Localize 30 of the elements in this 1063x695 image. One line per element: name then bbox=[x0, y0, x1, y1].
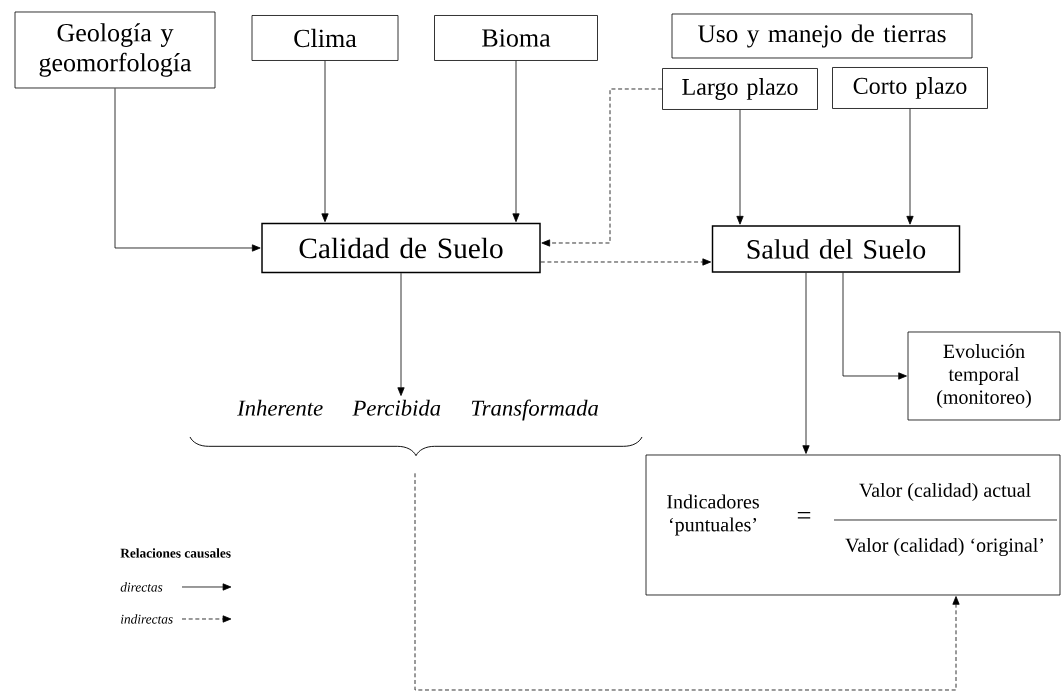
quality-type-label: Transformada bbox=[471, 399, 598, 421]
arrow bbox=[802, 272, 810, 454]
term-box: Largo plazo bbox=[662, 68, 818, 110]
indicator-label: Indicadores ‘puntuales’ bbox=[667, 494, 759, 536]
equals-sign: = bbox=[797, 511, 811, 519]
arrow bbox=[541, 88, 663, 247]
term-box: Corto plazo bbox=[832, 67, 988, 109]
arrow bbox=[114, 88, 261, 252]
numerator-text: Valor (calidad) actual bbox=[859, 482, 1031, 502]
legend-label: indirectas bbox=[121, 614, 173, 624]
outcome-box: Evolución temporal (monitoreo) bbox=[907, 331, 1061, 421]
factor-box: Clima bbox=[251, 15, 399, 61]
arrow bbox=[540, 258, 712, 266]
denominator-text: Valor (calidad) ‘original’ bbox=[845, 537, 1044, 557]
factor-box: Bioma bbox=[434, 15, 598, 61]
arrow bbox=[512, 60, 520, 223]
arrow bbox=[397, 272, 405, 396]
factor-box: Geología y geomorfología bbox=[14, 11, 216, 89]
factor-box: Uso y manejo de tierras bbox=[671, 13, 973, 59]
arrow bbox=[736, 109, 744, 225]
arrow bbox=[414, 472, 960, 691]
arrow bbox=[321, 60, 329, 223]
concept-box: Salud del Suelo bbox=[711, 225, 961, 273]
legend-label: directas bbox=[120, 582, 163, 592]
arrow bbox=[842, 272, 907, 380]
quality-type-label: Inherente bbox=[237, 399, 323, 416]
quality-type-label: Percibida bbox=[352, 399, 441, 416]
legend-heading: Relaciones causales bbox=[120, 548, 231, 558]
concept-box: Calidad de Suelo bbox=[261, 222, 541, 274]
arrow bbox=[906, 108, 914, 225]
